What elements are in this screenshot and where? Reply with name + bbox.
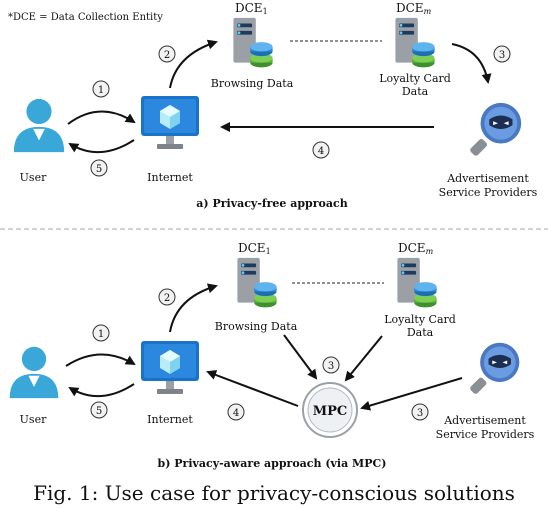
mpc-node: MPC xyxy=(302,382,358,438)
caption-privacy-aware: b) Privacy-aware approach (via MPC) xyxy=(158,457,387,470)
step-badge: 4 xyxy=(227,403,245,421)
arrow-internet-to-dce1 xyxy=(169,39,218,89)
search-icon xyxy=(469,102,522,157)
loyalty-label-2: Data xyxy=(407,326,434,339)
asp-label-1: Advertisement xyxy=(443,414,526,427)
arrow-internet-to-user xyxy=(68,139,135,154)
loyalty-label-1: Loyalty Card xyxy=(379,72,451,85)
asp-label-2: Service Providers xyxy=(436,428,535,441)
arrow-mpc-to-internet xyxy=(206,370,299,407)
dce1-label: DCE1 xyxy=(235,1,268,16)
step-badge: 1 xyxy=(92,80,110,98)
caption-privacy-free: a) Privacy-free approach xyxy=(196,197,347,210)
svg-text:4: 4 xyxy=(318,146,324,157)
dcem-server-icon xyxy=(395,17,435,68)
arrow-asp-to-mpc xyxy=(360,377,463,411)
arrow-dce1-to-mpc xyxy=(283,334,318,380)
svg-text:2: 2 xyxy=(164,50,170,61)
user-icon xyxy=(13,98,65,153)
user-icon xyxy=(9,346,59,399)
step-badge: 3 xyxy=(411,403,429,421)
dce1-label: DCE1 xyxy=(238,241,271,256)
figure-caption: Fig. 1: Use case for privacy-conscious s… xyxy=(33,481,515,505)
svg-text:4: 4 xyxy=(233,408,239,419)
panel-privacy-aware: User Internet DCE1 Browsing Data DCEm Lo… xyxy=(9,241,535,470)
user-label: User xyxy=(20,413,47,426)
dcem-server-icon xyxy=(397,257,437,308)
panel-privacy-free: User Internet DCE1 Browsing Data DCEm Lo… xyxy=(13,1,538,210)
dcem-label: DCEm xyxy=(396,1,432,16)
mpc-label: MPC xyxy=(313,404,348,419)
browsing-data-label: Browsing Data xyxy=(215,320,298,333)
svg-text:5: 5 xyxy=(96,406,102,417)
internet-monitor-icon xyxy=(141,341,199,394)
svg-text:5: 5 xyxy=(96,164,102,175)
dce1-server-icon xyxy=(237,257,277,308)
asp-label-2: Service Providers xyxy=(439,186,538,199)
arrow-user-to-internet xyxy=(65,353,136,367)
arrow-user-to-internet xyxy=(67,110,136,125)
arrow-internet-to-user xyxy=(68,383,135,398)
internet-label: Internet xyxy=(147,413,193,426)
step-badge: 2 xyxy=(158,288,176,306)
dcem-label: DCEm xyxy=(398,241,434,256)
dce1-server-icon xyxy=(233,17,273,68)
step-badge: 2 xyxy=(158,45,176,63)
svg-text:1: 1 xyxy=(98,329,104,340)
svg-text:1: 1 xyxy=(98,85,104,96)
svg-text:2: 2 xyxy=(164,293,170,304)
svg-text:3: 3 xyxy=(417,408,423,419)
arrow-dcem-to-mpc xyxy=(344,335,383,382)
step-badge: 3 xyxy=(493,45,511,63)
svg-text:3: 3 xyxy=(328,361,334,372)
svg-text:3: 3 xyxy=(499,50,505,61)
asp-label-1: Advertisement xyxy=(446,172,529,185)
search-icon xyxy=(469,342,520,395)
internet-monitor-icon xyxy=(141,96,199,149)
loyalty-label-2: Data xyxy=(402,85,429,98)
step-badge: 5 xyxy=(90,159,108,177)
step-badge: 4 xyxy=(312,141,330,159)
step-badge: 1 xyxy=(92,324,110,342)
loyalty-label-1: Loyalty Card xyxy=(384,313,456,326)
arrow-internet-to-dce1 xyxy=(169,283,218,333)
arrow-dcem-to-asp xyxy=(451,43,492,84)
step-badge: 5 xyxy=(90,401,108,419)
browsing-data-label: Browsing Data xyxy=(211,77,294,90)
footnote: *DCE = Data Collection Entity xyxy=(8,12,163,23)
internet-label: Internet xyxy=(147,171,193,184)
user-label: User xyxy=(20,171,47,184)
step-badge: 3 xyxy=(322,356,340,374)
